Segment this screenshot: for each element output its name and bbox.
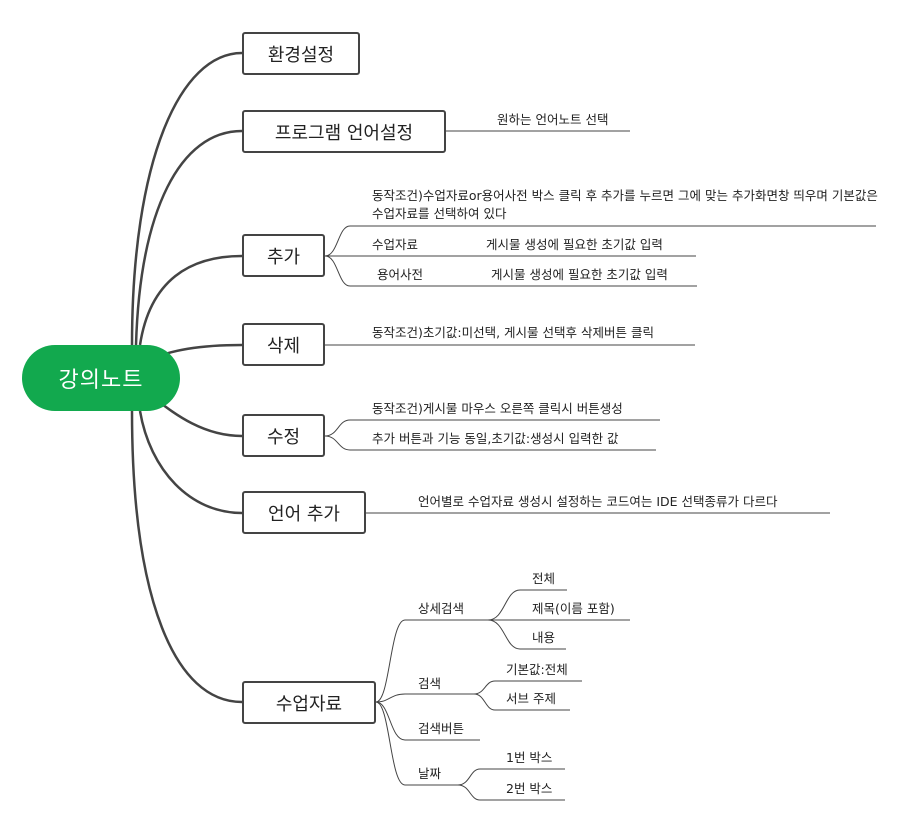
label-search[interactable]: 검색 — [418, 676, 442, 691]
label-detail-content[interactable]: 내용 — [532, 630, 556, 645]
label-lang-add-desc[interactable]: 언어별로 수업자료 생성시 설정하는 코드여는 IDE 선택종류가 다르다 — [418, 494, 778, 509]
label-detail-all[interactable]: 전체 — [532, 571, 556, 586]
label-add-material[interactable]: 수업자료 — [372, 237, 419, 252]
label-date-box2[interactable]: 2번 박스 — [506, 781, 553, 796]
label-add-dictionary[interactable]: 용어사전 — [377, 267, 424, 282]
topic-add[interactable]: 추가 — [242, 234, 325, 277]
label-add-action[interactable]: 동작조건)수업자료or용어사전 박스 클릭 후 추가를 누르면 그에 맞는 추가… — [372, 188, 878, 221]
label-search-sub[interactable]: 서브 주제 — [506, 691, 556, 706]
label-date-box1[interactable]: 1번 박스 — [506, 750, 553, 765]
topic-edit[interactable]: 수정 — [242, 414, 325, 457]
root-node[interactable]: 강의노트 — [22, 345, 180, 411]
label-edit-action[interactable]: 동작조건)게시물 마우스 오른쪽 클릭시 버튼생성 — [372, 401, 623, 416]
topic-lang-setting[interactable]: 프로그램 언어설정 — [242, 110, 446, 153]
detail-branches — [324, 130, 876, 801]
topic-class-material[interactable]: 수업자료 — [242, 681, 376, 724]
label-add-dictionary-desc[interactable]: 게시물 생성에 필요한 초기값 입력 — [491, 267, 668, 282]
topic-env[interactable]: 환경설정 — [242, 32, 360, 75]
topic-lang-add[interactable]: 언어 추가 — [242, 491, 366, 534]
label-detail-search[interactable]: 상세검색 — [418, 601, 465, 616]
label-search-button[interactable]: 검색버튼 — [418, 721, 465, 736]
label-lang-select[interactable]: 원하는 언어노트 선택 — [497, 112, 609, 127]
root-branches — [130, 51, 243, 704]
label-delete-action[interactable]: 동작조건)초기값:미선택, 게시물 선택후 삭제버튼 클릭 — [372, 325, 654, 340]
label-add-material-desc[interactable]: 게시물 생성에 필요한 초기값 입력 — [486, 237, 663, 252]
label-detail-title[interactable]: 제목(이름 포함) — [532, 601, 615, 616]
topic-delete[interactable]: 삭제 — [242, 323, 325, 366]
label-date[interactable]: 날짜 — [418, 766, 442, 781]
label-edit-same[interactable]: 추가 버튼과 기능 동일,초기값:생성시 입력한 값 — [372, 431, 619, 446]
label-search-default[interactable]: 기본값:전체 — [506, 662, 568, 677]
